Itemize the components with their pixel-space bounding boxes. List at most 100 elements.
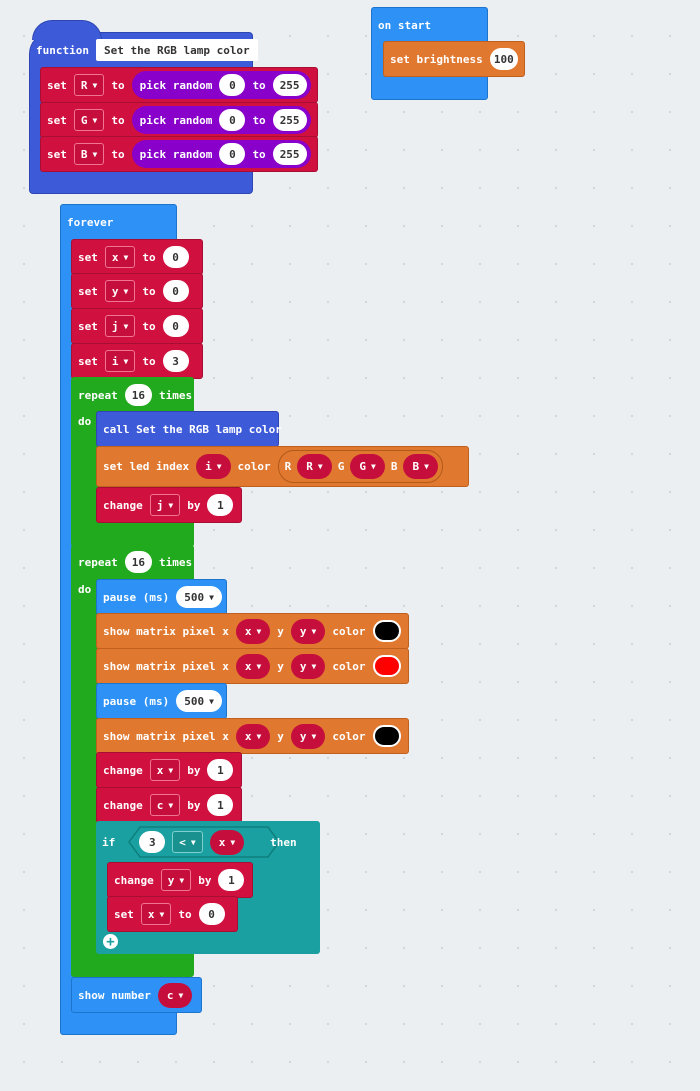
set-x-block[interactable]: set x▼ to 0 [71,239,203,275]
function-keyword: function [36,43,89,57]
chevron-down-icon: ▼ [209,592,214,602]
y-dropdown[interactable]: y▼ [290,618,326,644]
change-value-input[interactable]: 1 [207,759,234,781]
x-dropdown[interactable]: x▼ [235,618,271,644]
variable-dropdown-g[interactable]: G▼ [73,109,105,131]
call-function-block[interactable]: call Set the RGB lamp color [96,411,282,447]
to-label: to [142,284,156,298]
g-dropdown[interactable]: G▼ [350,454,385,479]
pause-block-2[interactable]: pause (ms) 500▼ [96,683,227,719]
change-value-input[interactable]: 1 [207,794,234,816]
random-max-input[interactable]: 255 [272,143,307,165]
to-label: to [111,113,125,127]
to-label: to [178,907,192,921]
variable-dropdown-x[interactable]: x▼ [140,903,172,925]
pick-random-block[interactable]: pick random 0 to 255 [131,106,311,134]
to-label: to [111,147,125,161]
pause-value-dropdown[interactable]: 500▼ [176,690,222,712]
led-index-dropdown[interactable]: i▼ [196,454,231,479]
variable-dropdown-j[interactable]: j▼ [149,494,181,516]
b-dropdown[interactable]: B▼ [403,454,438,479]
variable-dropdown-y[interactable]: y▼ [160,869,192,891]
compare-right-dropdown[interactable]: x▼ [209,829,245,855]
operator-dropdown[interactable]: <▼ [172,831,203,853]
set-led-index-block[interactable]: set led index i▼ color R R▼ G G▼ B B▼ [96,446,469,487]
repeat-label: repeat [78,555,118,569]
chevron-down-icon: ▼ [159,909,165,919]
on-start-label: on start [378,18,431,32]
pick-random-block[interactable]: pick random 0 to 255 [131,71,311,99]
variable-dropdown-i[interactable]: i▼ [104,350,136,372]
set-brightness-block[interactable]: set brightness 100 [383,41,525,77]
variable-dropdown-c[interactable]: c▼ [149,794,181,816]
show-number-block[interactable]: show number c▼ [71,977,202,1013]
brightness-input[interactable]: 100 [489,48,518,70]
x-dropdown[interactable]: x▼ [235,653,271,679]
change-j-block[interactable]: change j▼ by 1 [96,487,242,523]
y-dropdown[interactable]: y▼ [290,653,326,679]
variable-dropdown-x[interactable]: x▼ [104,246,136,268]
pick-random-label: pick random [139,113,213,127]
add-else-plus-icon[interactable]: + [103,934,118,949]
variable-dropdown-j[interactable]: j▼ [104,315,136,337]
set-r-block[interactable]: set R▼ to pick random 0 to 255 [40,67,318,103]
chevron-down-icon: ▼ [230,837,236,847]
value-input[interactable]: 0 [198,903,225,925]
set-label: set [78,250,98,264]
set-b-block[interactable]: set B▼ to pick random 0 to 255 [40,136,318,172]
variable-dropdown-y[interactable]: y▼ [104,280,136,302]
r-dropdown[interactable]: R▼ [297,454,332,479]
value-input[interactable]: 0 [162,315,189,337]
change-x-block[interactable]: change x▼ by 1 [96,752,242,788]
compare-left-input[interactable]: 3 [139,831,166,853]
by-label: by [187,763,201,777]
chevron-down-icon: ▼ [92,115,98,125]
function-name-input[interactable]: Set the RGB lamp color [95,39,258,61]
color-swatch-red[interactable] [372,655,401,677]
color-swatch-black[interactable] [372,725,401,747]
chevron-down-icon: ▼ [123,252,129,262]
pick-random-block[interactable]: pick random 0 to 255 [131,140,311,168]
set-label: set [47,113,67,127]
if-header: if 3 <▼ x▼ then [102,826,297,858]
show-matrix-pixel-block-2[interactable]: show matrix pixel x x▼ y y▼ color [96,648,409,684]
random-max-input[interactable]: 255 [272,74,307,96]
change-y-block[interactable]: change y▼ by 1 [107,862,253,898]
comparison-block[interactable]: 3 <▼ x▼ [139,829,245,855]
random-min-input[interactable]: 0 [219,143,246,165]
repeat-count-input[interactable]: 16 [124,384,152,406]
pause-block-1[interactable]: pause (ms) 500▼ [96,579,227,615]
x-dropdown[interactable]: x▼ [235,723,271,749]
chevron-down-icon: ▼ [168,500,174,510]
r-label: R [284,460,292,473]
random-max-input[interactable]: 255 [272,109,307,131]
by-label: by [187,798,201,812]
variable-dropdown-c[interactable]: c▼ [157,982,193,1008]
set-g-block[interactable]: set G▼ to pick random 0 to 255 [40,102,318,138]
value-input[interactable]: 0 [162,246,189,268]
change-value-input[interactable]: 1 [207,494,234,516]
set-i-block[interactable]: set i▼ to 3 [71,343,203,379]
function-header: function Set the RGB lamp color [36,38,258,62]
color-swatch-black[interactable] [372,620,401,642]
chevron-down-icon: ▼ [168,765,174,775]
set-y-block[interactable]: set y▼ to 0 [71,273,203,309]
variable-dropdown-r[interactable]: R▼ [73,74,105,96]
value-input[interactable]: 0 [162,280,189,302]
variable-dropdown-x[interactable]: x▼ [149,759,181,781]
repeat-count-input[interactable]: 16 [124,551,152,573]
y-dropdown[interactable]: y▼ [290,723,326,749]
random-min-input[interactable]: 0 [219,74,246,96]
show-matrix-pixel-block-1[interactable]: show matrix pixel x x▼ y y▼ color [96,613,409,649]
rgb-block[interactable]: R R▼ G G▼ B B▼ [277,450,443,483]
value-input[interactable]: 3 [162,350,189,372]
pause-label: pause (ms) [103,590,170,604]
change-value-input[interactable]: 1 [218,869,245,891]
change-c-block[interactable]: change c▼ by 1 [96,787,242,823]
variable-dropdown-b[interactable]: B▼ [73,143,105,165]
set-j-block[interactable]: set j▼ to 0 [71,308,203,344]
random-min-input[interactable]: 0 [219,109,246,131]
pause-value-dropdown[interactable]: 500▼ [176,586,222,608]
show-matrix-pixel-block-3[interactable]: show matrix pixel x x▼ y y▼ color [96,718,409,754]
set-x-zero-block[interactable]: set x▼ to 0 [107,896,238,932]
